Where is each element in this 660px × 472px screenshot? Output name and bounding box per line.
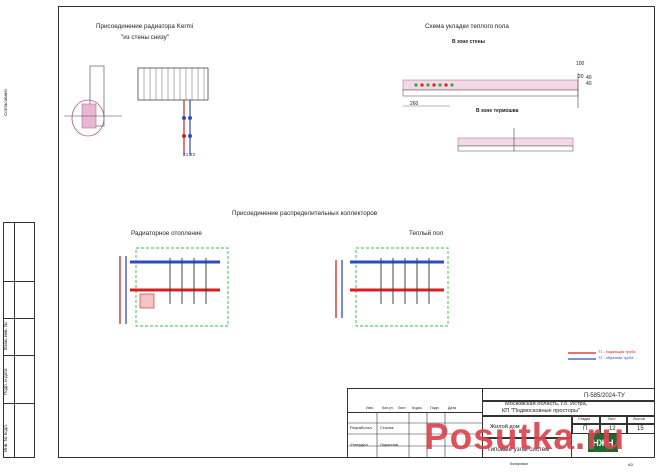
pipe-label-t1: Т1 (183, 152, 189, 157)
floor-dim-1: 100 (576, 61, 585, 67)
stage-value: П (583, 426, 588, 432)
pipe-label-t2: Т2 (190, 152, 196, 157)
collectors-title: Присоединение распределительных коллекто… (232, 210, 378, 217)
col-doc: №док. (412, 406, 423, 410)
legend-t2: Т2 - обратная труба (598, 356, 634, 360)
sign-date-label: Подп. и дата (3, 368, 8, 395)
radiator-collector-drawing (119, 247, 229, 327)
address-line-1: Московская область, г.о. Истра, (505, 401, 588, 407)
format-label: А3 (628, 462, 633, 467)
floor-drawing (402, 73, 579, 152)
name-developer: Стасюк (380, 425, 394, 430)
copied-label: Копировал (510, 462, 529, 466)
object-name: Жилой дом (490, 424, 520, 430)
title-block-grid (347, 412, 482, 458)
floor-dim-2: 20 (578, 74, 584, 80)
sheets-header: Листов (633, 417, 645, 421)
sheet-value: 12 (609, 426, 616, 432)
radiator-title-1: Присоединение радиатора Kermi (96, 23, 194, 30)
stage-header: Стадия (578, 417, 591, 421)
zone-wall-label: В зоне стены (452, 39, 485, 45)
company-logo: НЖН (588, 434, 618, 452)
col-sign: Подп. (430, 406, 440, 410)
floor-dim-3: 40 (586, 75, 592, 81)
col-list: Лист (398, 406, 406, 410)
warm-floor-title: Теплый пол (409, 230, 444, 237)
col-izm: Изм. (366, 406, 374, 410)
address-line-2: КП "Подмосковные просторы" (502, 408, 580, 414)
legend-lines (568, 352, 596, 360)
col-kol: Кол.уч (382, 406, 393, 410)
zone-thermal-label: В зоне термошва (476, 108, 519, 114)
floor-collector-drawing (335, 247, 449, 327)
radiator-drawing (64, 65, 209, 156)
floor-dim-5: 260 (410, 101, 419, 107)
radiator-title-2: "из стены снизу" (121, 34, 169, 41)
name-approver: Ларионов (380, 442, 399, 447)
sheets-value: 15 (637, 426, 644, 432)
role-developer: Разработал (350, 425, 372, 430)
floor-dim-4: 40 (586, 81, 592, 87)
watermark: Posutka.ru (424, 416, 626, 457)
role-approver: Утвердил (350, 442, 368, 447)
floor-title: Схема укладки теплого пола (425, 23, 509, 30)
vzam-label: Взам. инв. № (3, 322, 8, 350)
inv-podl-label: Инв. № подл. (3, 423, 8, 452)
side-stamp (3, 222, 35, 458)
sheet-title: Типовые узлы систем (487, 446, 550, 453)
legend-t1: Т1 - подающая труба (598, 350, 636, 354)
agreed-label: Согласовано (3, 88, 8, 116)
col-date: Дата (448, 406, 456, 410)
doc-code: П-585/2024-ТУ (584, 393, 625, 399)
sheet-header: Лист (608, 417, 616, 421)
radiator-heating-title: Радиаторное отопление (131, 230, 202, 237)
